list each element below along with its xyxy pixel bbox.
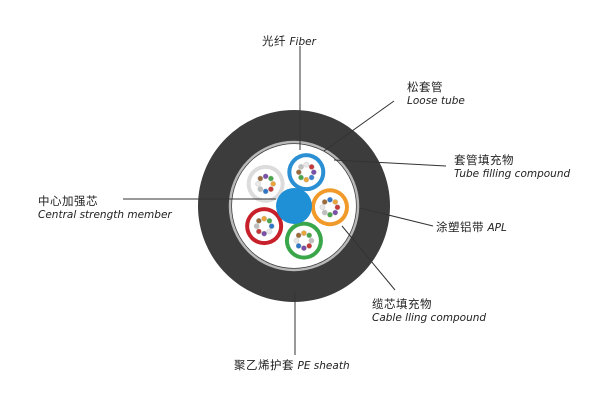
- fiber: [295, 232, 302, 239]
- tube-orange-filling: [314, 192, 345, 223]
- fiber: [301, 230, 307, 236]
- label-cable-filling-zh: 缆芯填充物: [372, 297, 432, 311]
- tube-blue-filling: [291, 157, 322, 188]
- fiber: [256, 218, 262, 224]
- fiber: [306, 243, 313, 249]
- fiber: [303, 161, 310, 168]
- tube-green-filling: [288, 225, 319, 256]
- fiber: [255, 181, 261, 187]
- fiber: [321, 209, 328, 216]
- fiber: [268, 186, 274, 192]
- label-fiber: 光纤 Fiber: [262, 34, 316, 49]
- fiber: [308, 164, 315, 170]
- label-tube-filling: 套管填充物 Tube filling compound: [454, 153, 570, 181]
- fiber: [253, 223, 260, 229]
- fiber: [268, 223, 275, 229]
- tube-blue: [287, 153, 326, 192]
- central-strength-member: [276, 188, 312, 224]
- fiber: [262, 173, 269, 180]
- fiber: [308, 237, 315, 244]
- fiber: [301, 245, 307, 251]
- label-tube-filling-en: Tube filling compound: [454, 168, 571, 180]
- label-fiber-en: Fiber: [289, 36, 316, 48]
- label-cable-filling-en: Cable lling compound: [372, 312, 487, 324]
- label-pe-sheath-zh: 聚乙烯护套: [234, 358, 294, 372]
- label-loose-tube-zh: 松套管: [407, 80, 443, 94]
- leader-tube-filling: [333, 159, 447, 167]
- fiber: [261, 215, 267, 222]
- fiber: [261, 230, 267, 237]
- tube-orange: [310, 188, 349, 227]
- fiber: [327, 211, 333, 218]
- leader-loose-tube: [323, 100, 395, 152]
- label-central-member-en: Central strength member: [38, 209, 172, 221]
- fiber: [303, 176, 310, 183]
- label-cable-filling: 缆芯填充物 Cable lling compound: [372, 297, 486, 325]
- fiber: [298, 174, 304, 181]
- leader-apl: [359, 207, 434, 227]
- label-apl: 涂塑铝带 APL: [436, 220, 507, 235]
- label-tube-filling-zh: 套管填充物: [454, 153, 514, 167]
- apl-ring: [228, 140, 360, 272]
- label-central-member: 中心加强芯 Central strength member: [38, 194, 172, 222]
- label-apl-zh: 涂塑铝带: [436, 220, 484, 234]
- fiber: [321, 199, 328, 205]
- label-pe-sheath-en: PE sheath: [297, 360, 350, 372]
- tube-white: [246, 164, 285, 203]
- fiber: [262, 188, 269, 195]
- fiber: [295, 243, 302, 249]
- tube-red: [245, 207, 284, 246]
- fiber: [319, 204, 326, 211]
- fiber: [332, 199, 339, 205]
- fiber: [327, 196, 333, 203]
- fiber: [257, 186, 264, 192]
- fiber: [296, 169, 302, 175]
- tube-white-filling: [250, 168, 281, 199]
- label-loose-tube-en: Loose tube: [407, 95, 465, 107]
- fiber: [308, 174, 315, 181]
- fiber: [266, 228, 273, 235]
- label-apl-en: APL: [487, 222, 507, 234]
- fiber: [332, 209, 339, 216]
- label-loose-tube: 松套管 Loose tube: [407, 80, 465, 108]
- leader-cable-filling: [341, 225, 396, 291]
- fiber: [268, 175, 274, 182]
- fiber: [298, 164, 304, 170]
- label-central-member-zh: 中心加强芯: [38, 194, 98, 208]
- tube-red-filling: [249, 211, 280, 242]
- tube-green: [284, 221, 323, 260]
- loose-tubes: [245, 153, 349, 260]
- fiber: [306, 232, 313, 239]
- fiber: [293, 237, 300, 244]
- fiber: [334, 204, 341, 211]
- fiber: [270, 181, 276, 187]
- label-fiber-zh: 光纤: [262, 34, 286, 48]
- fiber: [266, 218, 273, 224]
- fiber: [311, 169, 317, 175]
- fiber: [257, 175, 264, 182]
- fiber: [256, 228, 262, 235]
- label-pe-sheath: 聚乙烯护套 PE sheath: [234, 358, 350, 373]
